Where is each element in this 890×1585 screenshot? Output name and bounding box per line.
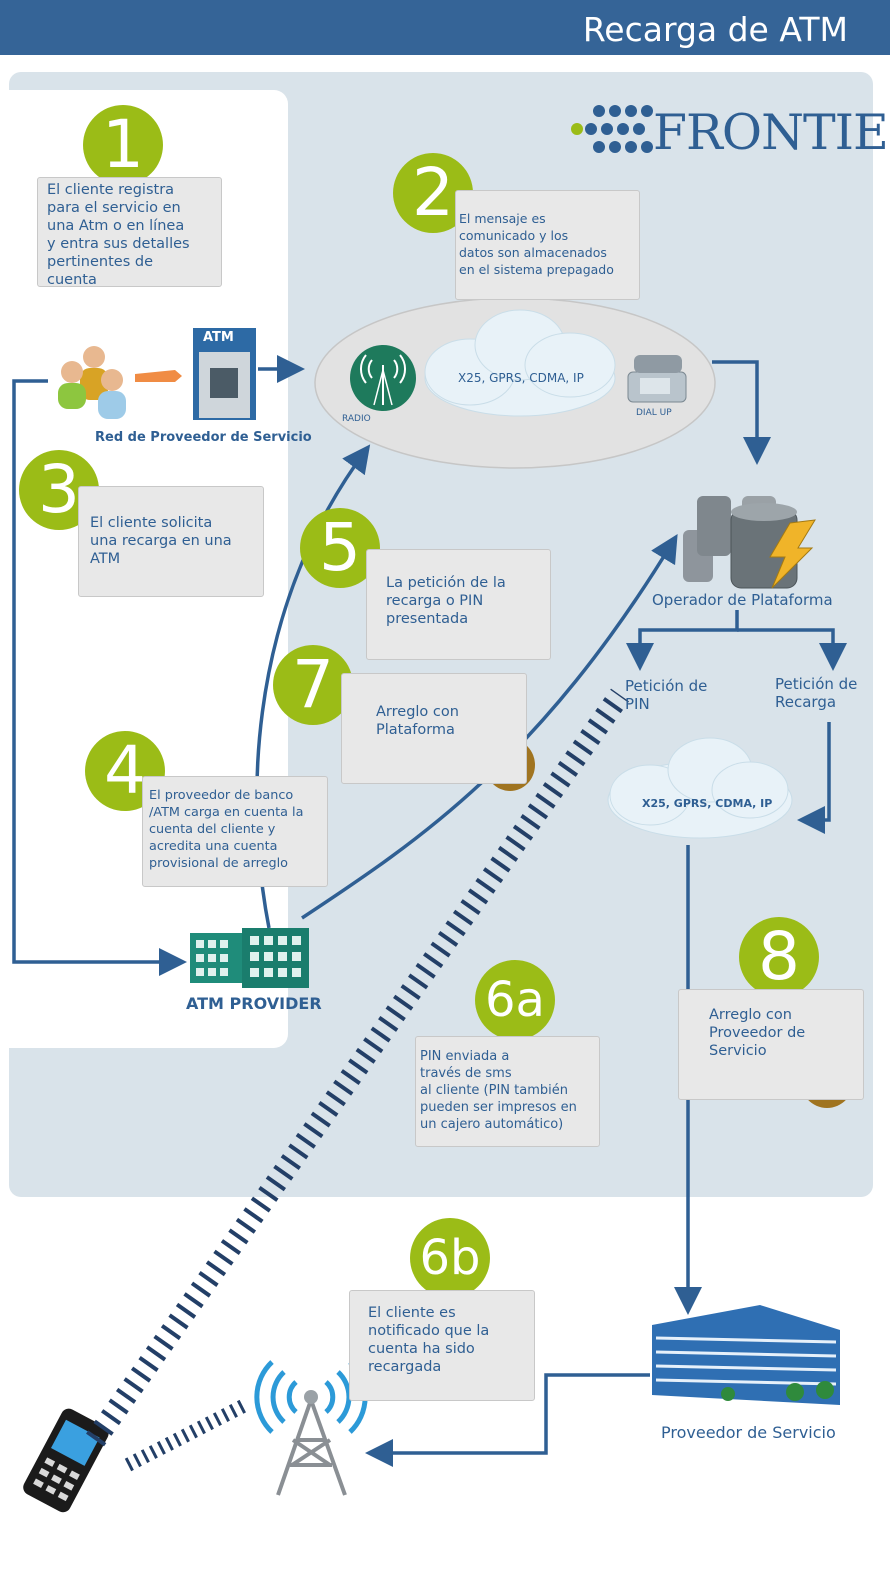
step-text-7: Arreglo con Plataforma (376, 704, 459, 738)
cloud-bottom (607, 737, 793, 839)
dial-up-label: DIAL UP (636, 408, 672, 418)
arrow-split-pin (626, 610, 739, 671)
step-box-1: El cliente registra para el servicio en … (37, 177, 222, 288)
atm-sign-label: ATM (203, 330, 234, 345)
step-text-6a: PIN enviada a través de sms al cliente (… (420, 1049, 577, 1132)
phone-icon (627, 355, 687, 403)
atm-provider-label: ATM PROVIDER (186, 994, 322, 1013)
sms-signal-beam (86, 688, 629, 1447)
cloud-top (424, 309, 616, 417)
step-number-5: 5 (300, 508, 380, 588)
atm-provider-building-icon (190, 928, 309, 988)
step-text-5: La petición de la recarga o PIN presenta… (386, 575, 506, 627)
frontier-logo (571, 105, 653, 153)
logo-text: FRONTIER (653, 104, 890, 161)
arrow-customer-loop (12, 379, 187, 976)
step-box-8: Arreglo con Proveedor de Servicio (678, 989, 864, 1100)
platform-operator-label: Operador de Plataforma (652, 591, 833, 609)
cloud-top-label: X25, GPRS, CDMA, IP (458, 371, 584, 385)
step-number-6b: 6b (410, 1218, 490, 1298)
page-title: Recarga de ATM (582, 10, 848, 49)
arrow-recharge-to-cloud (797, 722, 831, 834)
step-number-4: 4 (85, 731, 165, 811)
step-number-6a: 6a (475, 960, 555, 1040)
tower-signal-beam (124, 1398, 249, 1472)
pin-request-label: Petición de PIN (625, 677, 708, 713)
cloud-bottom-label: X25, GPRS, CDMA, IP (642, 797, 773, 810)
recharge-request-label: Petición de Recarga (775, 675, 858, 711)
step-box-3: El cliente solicita una recarga en una A… (78, 486, 264, 597)
step-text-4: El proveedor de banco /ATM carga en cuen… (149, 788, 304, 871)
step-box-4: El proveedor de banco /ATM carga en cuen… (142, 776, 328, 887)
service-provider-label: Proveedor de Servicio (661, 1423, 836, 1442)
database-icon (683, 496, 816, 589)
radio-tower-icon (350, 345, 416, 411)
step-box-7: Arreglo con Plataforma (341, 673, 527, 784)
step-text-2: El mensaje es comunicado y los datos son… (459, 211, 614, 277)
arrow-network-to-platform (712, 360, 771, 465)
arrow-split-recharge (737, 628, 847, 671)
step-number-8: 8 (739, 917, 819, 997)
service-provider-building-icon (652, 1305, 840, 1405)
step-text-3: El cliente solicita una recarga en una A… (90, 515, 232, 567)
mobile-phone-icon (23, 1408, 109, 1513)
header-bar: Recarga de ATM (0, 0, 890, 55)
customers-icon (58, 346, 182, 419)
step-text-1: El cliente registra para el servicio en … (47, 182, 190, 288)
step-text-6b: El cliente es notificado que la cuenta h… (368, 1305, 490, 1375)
atm-machine-icon (193, 328, 256, 420)
step-number-1: 1 (83, 105, 163, 185)
step-box-5: La petición de la recarga o PIN presenta… (366, 549, 551, 660)
step-box-6b: El cliente es notificado que la cuenta h… (349, 1290, 535, 1401)
service-network-label: Red de Proveedor de Servicio (95, 430, 312, 445)
step-box-2: El mensaje es comunicado y los datos son… (455, 190, 640, 300)
step-number-7: 7 (273, 645, 353, 725)
arrow-provider-to-tower (365, 1373, 650, 1467)
step-text-8: Arreglo con Proveedor de Servicio (709, 1007, 806, 1059)
radio-label: RADIO (342, 414, 371, 424)
step-box-6a: PIN enviada a través de sms al cliente (… (415, 1036, 600, 1147)
